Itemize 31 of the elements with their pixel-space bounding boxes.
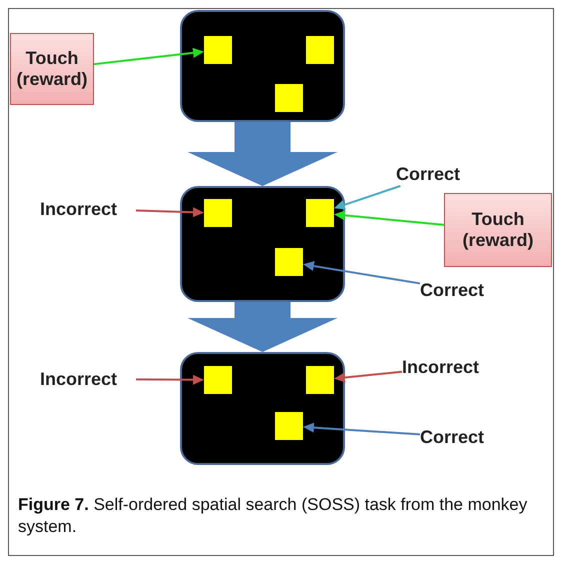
target-square bbox=[306, 36, 334, 64]
leader-arrow bbox=[303, 422, 420, 436]
block-arrow bbox=[188, 302, 338, 352]
target-square bbox=[204, 199, 232, 227]
callout-box: Touch (reward) bbox=[444, 193, 552, 267]
target-square bbox=[306, 366, 334, 394]
block-arrow bbox=[188, 122, 338, 186]
target-square bbox=[275, 84, 303, 112]
target-square bbox=[275, 248, 303, 276]
leader-arrow bbox=[334, 185, 401, 210]
leader-arrow bbox=[94, 48, 204, 66]
screen-panel bbox=[180, 10, 345, 122]
leader-arrow bbox=[136, 374, 204, 385]
leader-arrow bbox=[334, 370, 402, 382]
callout-label: Incorrect bbox=[402, 355, 498, 379]
leader-arrow bbox=[136, 207, 204, 218]
target-square bbox=[275, 412, 303, 440]
screen-panel bbox=[180, 186, 345, 302]
callout-label: Correct bbox=[396, 162, 476, 186]
target-square bbox=[204, 36, 232, 64]
screen-panel bbox=[180, 352, 345, 465]
callout-label: Incorrect bbox=[40, 367, 136, 391]
callout-label: Incorrect bbox=[40, 197, 136, 221]
target-square bbox=[204, 366, 232, 394]
callout-box: Touch (reward) bbox=[10, 33, 94, 105]
leader-arrow bbox=[303, 261, 420, 284]
callout-label: Correct bbox=[420, 278, 500, 302]
callout-label: Correct bbox=[420, 425, 500, 449]
leader-arrow bbox=[334, 210, 444, 226]
caption: Figure 7. Self-ordered spatial search (SOSS) task from the monkey system. bbox=[18, 494, 528, 538]
target-square bbox=[306, 199, 334, 227]
